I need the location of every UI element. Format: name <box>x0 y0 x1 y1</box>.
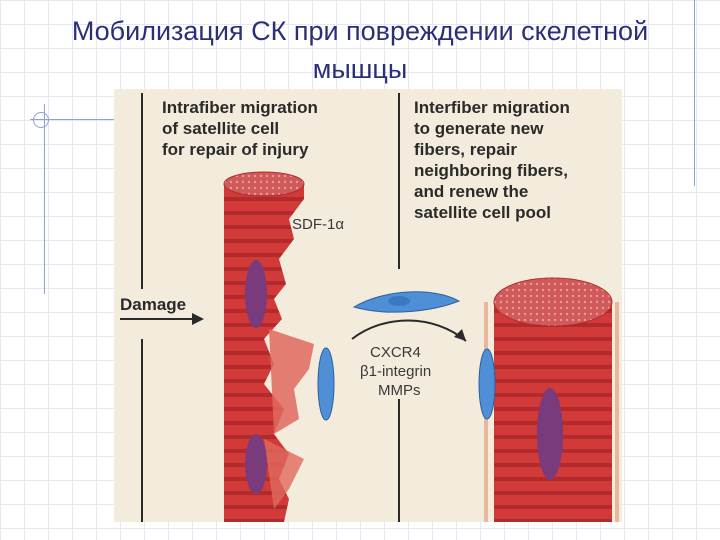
decorative-circle <box>33 112 49 128</box>
nucleus <box>537 388 563 480</box>
interfiber-migration-text: Interfiber migration to generate new fib… <box>414 97 619 223</box>
sdf-label: SDF-1α <box>292 216 344 234</box>
migration-arrowhead <box>454 329 466 341</box>
intrafiber-migration-text: Intrafiber migration of satellite cell f… <box>162 97 392 160</box>
decorative-rule-left <box>44 104 45 294</box>
nucleus <box>245 434 267 494</box>
mechanism-cxcr4: CXCR4 <box>370 344 421 362</box>
slide-title: Мобилизация СК при повреждении скелетной… <box>60 12 660 88</box>
migration-arrow <box>352 320 466 341</box>
damage-arrowhead <box>192 313 204 325</box>
satellite-cell <box>318 348 334 420</box>
mechanism-integrin: β1-integrin <box>360 363 431 381</box>
damage-label: Damage <box>120 294 186 315</box>
nucleus <box>245 260 267 328</box>
mechanism-mmps: MMPs <box>378 382 421 400</box>
migrating-satellite-cell <box>354 292 459 312</box>
decorative-rule-right <box>694 0 695 186</box>
muscle-repair-figure: Intrafiber migration of satellite cell f… <box>114 89 622 522</box>
satellite-cell <box>479 349 495 419</box>
